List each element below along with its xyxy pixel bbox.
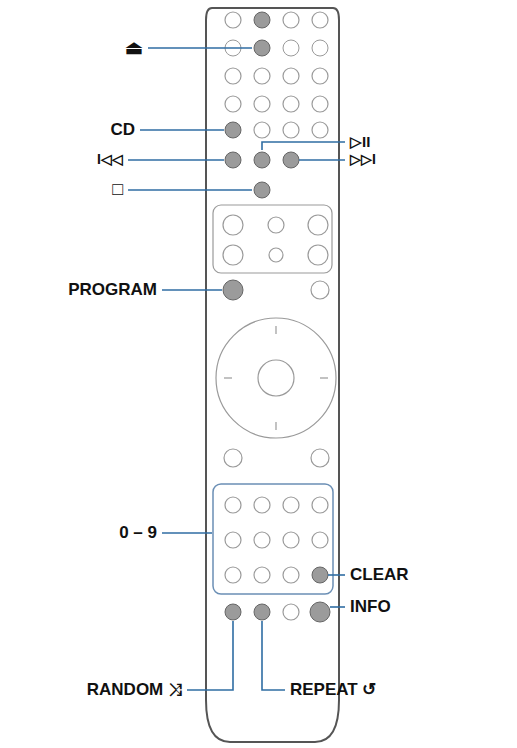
callout-label: ▷II (350, 134, 370, 151)
callout-label: ⏏ (125, 38, 143, 59)
callout-label: RANDOM ⤨ (87, 681, 182, 700)
callout-label: ▷▷I (350, 152, 376, 167)
callout-label: INFO (350, 598, 391, 617)
callout-label: PROGRAM (68, 281, 157, 300)
callout-label: CD (110, 121, 135, 140)
callout-label: REPEAT ↺ (290, 681, 376, 700)
callout-label: CLEAR (350, 566, 409, 585)
callout-label: 0 – 9 (119, 524, 157, 543)
callout-label: I◁◁ (97, 152, 123, 167)
callout-label: □ (112, 180, 123, 200)
